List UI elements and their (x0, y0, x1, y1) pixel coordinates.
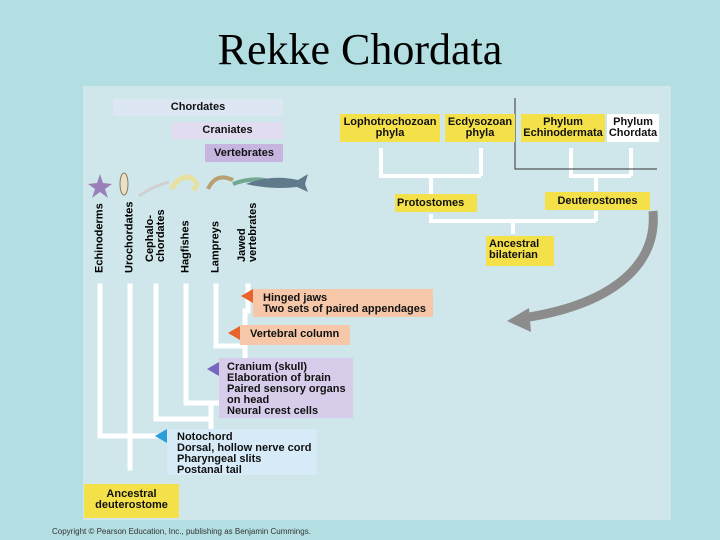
notochord-arrow-icon (155, 429, 167, 443)
notochord-traits-box: Notochord Dorsal, hollow nerve cord Phar… (167, 429, 317, 476)
lamprey-icon (206, 175, 234, 190)
copyright-notice: Copyright © Pearson Education, Inc., pub… (52, 527, 311, 536)
lancelet-icon (138, 180, 170, 198)
deuterostome-frame (514, 98, 657, 170)
ancestral-bilaterian-box: Ancestral bilaterian (486, 236, 554, 266)
bilaterian-tree-lines (379, 148, 633, 234)
grey-arrow-head (507, 308, 531, 332)
phylogeny-diagram: Chordates Craniates Vertebrates Echinode… (83, 86, 671, 520)
craniates-band: Craniates (172, 122, 283, 139)
ancestral-deuterostome-box: Ancestral deuterostome (84, 484, 179, 518)
protostomes-box: Protostomes (395, 194, 477, 212)
jaws-arrow-icon (241, 289, 253, 303)
lophotrochozoan-phyla-box: Lophotrochozoan phyla (340, 114, 440, 142)
jaws-traits-box: Hinged jaws Two sets of paired appendage… (253, 289, 433, 317)
vertebrates-band: Vertebrates (205, 144, 283, 162)
diagram-drawing (88, 98, 658, 471)
echinodermata-phylum-box: Phylum Echinodermata (521, 114, 605, 142)
vertebral-column-box: Vertebral column (240, 325, 350, 345)
ecdysozoan-phyla-box: Ecdysozoan phyla (445, 114, 515, 142)
deuterostomes-box: Deuterostomes (545, 192, 650, 210)
cranium-traits-box: Cranium (skull) Elaboration of brain Pai… (219, 358, 353, 418)
cranium-arrow-icon (207, 362, 219, 376)
organism-silhouettes (88, 172, 308, 198)
vertebral-arrow-icon (228, 326, 240, 340)
grey-curved-arrow (522, 210, 658, 323)
taxon-cephalochordates: Cephalo- chordates (144, 209, 167, 262)
taxon-jawed-vertebrates: Jawed vertebrates (236, 202, 259, 262)
hagfish-icon (168, 174, 199, 192)
tunicate-icon (119, 172, 129, 196)
slide-title: Rekke Chordata (217, 25, 503, 74)
taxon-hagfishes: Hagfishes (179, 220, 192, 273)
taxon-echinoderms: Echinoderms (93, 203, 106, 273)
chordates-band: Chordates (113, 99, 283, 116)
chordata-phylum-box: Phylum Chordata (607, 114, 659, 142)
taxon-urochordates: Urochordates (123, 201, 136, 273)
taxon-lampreys: Lampreys (209, 221, 222, 273)
sea-star-icon (88, 174, 112, 198)
shark-icon (246, 174, 308, 192)
